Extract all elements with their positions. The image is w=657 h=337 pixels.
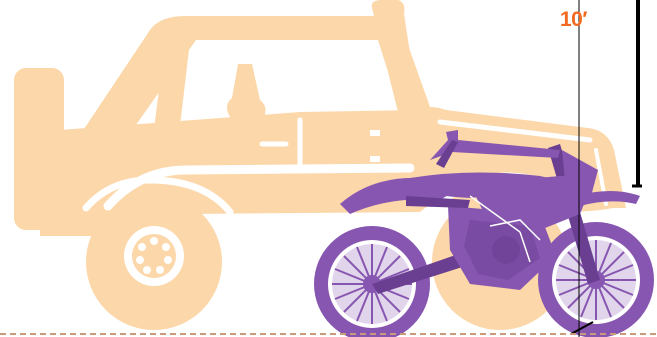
jeep-rear-hub xyxy=(124,226,184,286)
measurement-label: 10′ xyxy=(560,8,587,32)
jeep-seat xyxy=(227,64,266,120)
jeep-hinge-1 xyxy=(370,130,380,136)
jeep-hinge-2 xyxy=(370,156,380,162)
bike-engine-cover xyxy=(492,236,520,264)
